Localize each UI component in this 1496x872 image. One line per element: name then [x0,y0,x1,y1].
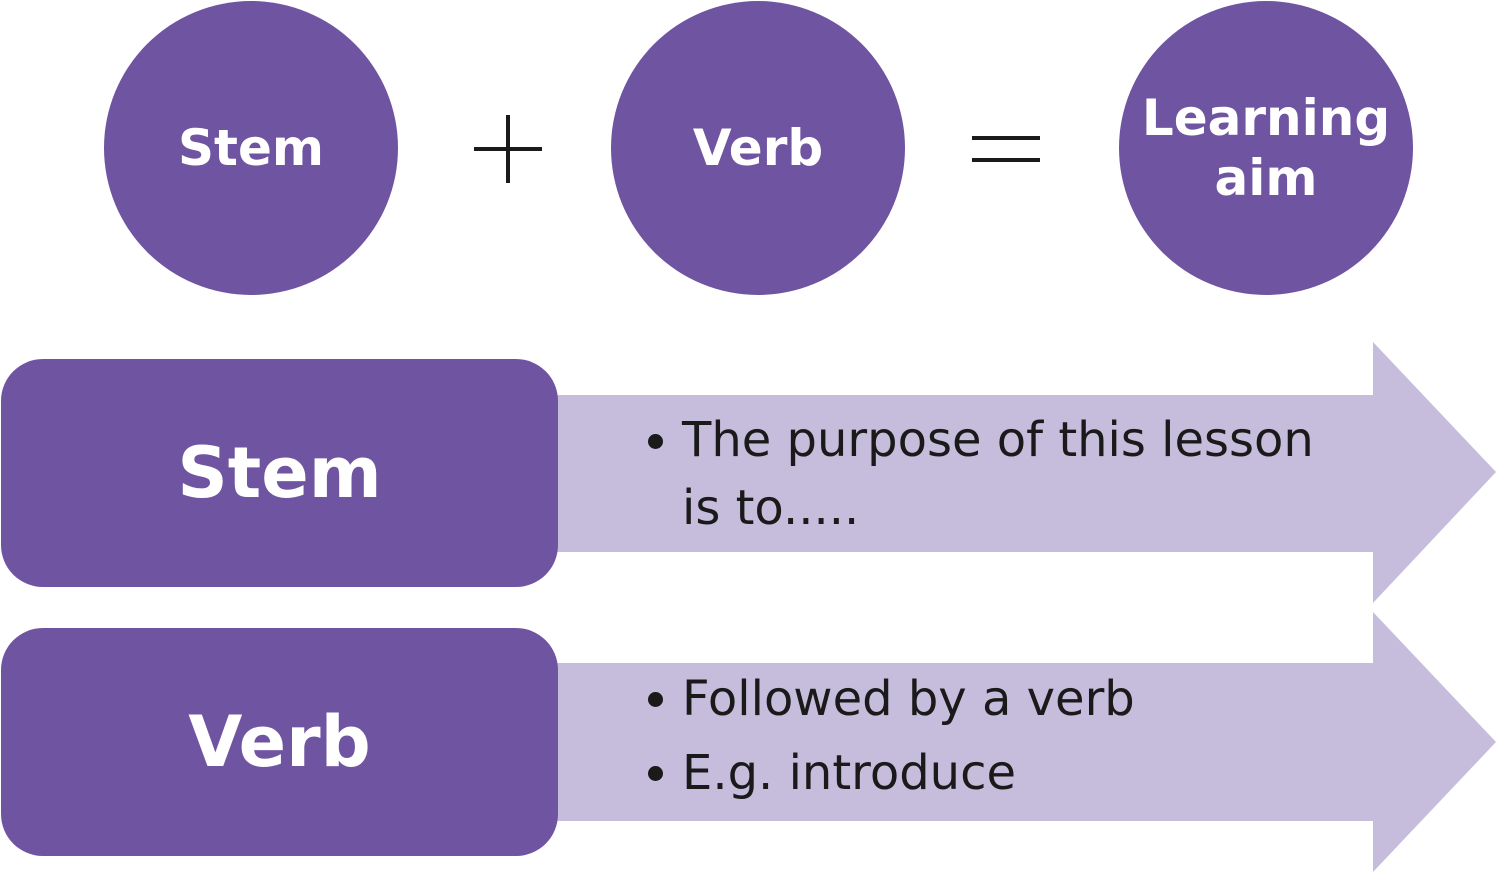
plus-vertical-bar [506,115,510,183]
verb-bullet-list: Followed by a verb E.g. introduce [648,662,1328,810]
verb-arrow [540,612,1496,872]
verb-circle: Verb [611,1,905,295]
equals-top-bar [972,136,1040,140]
verb-label-box: Verb [1,628,558,856]
stem-arrow [540,342,1496,603]
learning-aim-label-line1: Learning [1141,89,1391,147]
stem-bullet-item: The purpose of this lesson is to..... [648,406,1328,542]
equals-bottom-bar [972,158,1040,162]
verb-bullet-item: E.g. introduce [648,736,1328,810]
learning-aim-circle: Learning aim [1119,1,1413,295]
stem-circle: Stem [104,1,398,295]
stem-box-label: Stem [177,432,382,514]
verb-circle-label: Verb [692,119,824,177]
stem-label-box: Stem [1,359,558,587]
verb-bullet-item: Followed by a verb [648,662,1328,736]
learning-aim-label: Learning aim [1136,88,1396,208]
verb-box-label: Verb [188,701,371,783]
learning-aim-label-line2: aim [1214,149,1318,207]
stem-bullet-list: The purpose of this lesson is to..... [648,406,1328,542]
stem-circle-label: Stem [178,119,324,177]
